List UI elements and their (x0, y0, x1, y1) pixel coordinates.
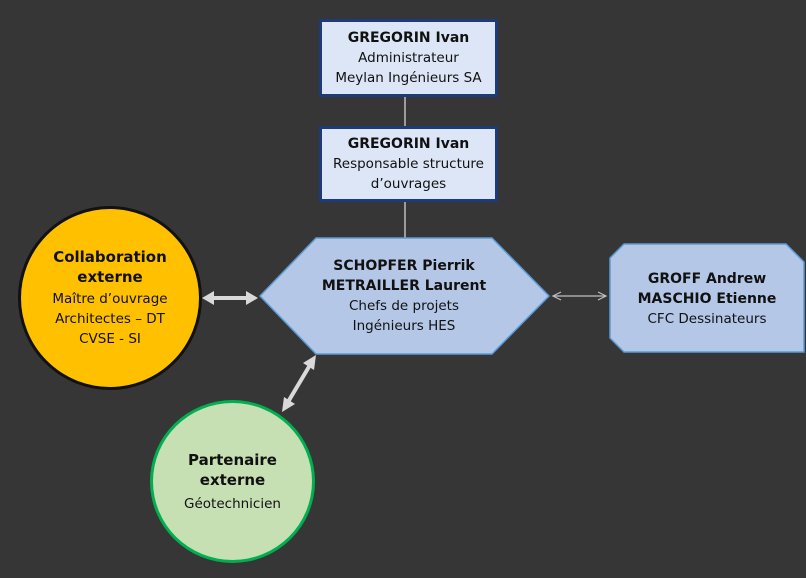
admin-role: Administrateur (358, 50, 459, 66)
admin-box[interactable]: GREGORIN Ivan Administrateur Meylan Ingé… (319, 19, 498, 97)
chefs-role2: Ingénieurs HES (352, 318, 456, 334)
arrowhead-partenaire-down (282, 397, 295, 412)
resp-role-line1: Responsable structure (333, 156, 484, 172)
dessinateurs-shape (609, 243, 805, 353)
arrow-partenaire-chefs (286, 363, 312, 404)
resp-name: GREGORIN Ivan (347, 136, 470, 152)
dessinateurs-name2: MASCHIO Etienne (637, 291, 777, 307)
partenaire-title2: externe (199, 470, 266, 489)
arrowhead-partenaire-up (303, 355, 316, 370)
arrowhead-collab-right (246, 291, 258, 305)
partenaire-circle[interactable]: Partenaire externe Géotechnicien (150, 400, 315, 563)
collab-item3: CVSE - SI (79, 331, 141, 347)
chefs-name1: SCHOPFER Pierrik (333, 258, 475, 274)
admin-company: Meylan Ingénieurs SA (335, 70, 482, 86)
admin-name: GREGORIN Ivan (347, 30, 470, 46)
dessinateurs-role: CFC Dessinateurs (647, 311, 767, 327)
collab-title1: Collaboration (53, 248, 167, 266)
dessinateurs-name1: GROFF Andrew (647, 271, 767, 287)
arrowhead-left-thin (551, 291, 562, 301)
chefs-name2: METRAILLER Laurent (321, 278, 487, 294)
arrowhead-collab-left (202, 291, 214, 305)
responsable-box[interactable]: GREGORIN Ivan Responsable structure d’ou… (319, 126, 498, 202)
partenaire-item1: Géotechnicien (184, 495, 281, 512)
resp-role-line2: d’ouvrages (370, 176, 447, 192)
partenaire-title1: Partenaire (188, 450, 277, 469)
chefs-box[interactable]: SCHOPFER Pierrik METRAILLER Laurent Chef… (300, 250, 508, 342)
collab-title2: externe (77, 268, 143, 286)
collab-item1: Maître d’ouvrage (52, 291, 168, 307)
collab-item2: Architectes – DT (55, 311, 165, 327)
chefs-role1: Chefs de projets (349, 298, 459, 314)
chefs-hexagon (258, 237, 551, 355)
dessinateurs-box[interactable]: GROFF Andrew MASCHIO Etienne CFC Dessina… (612, 260, 802, 338)
arrowhead-right-thin (597, 291, 608, 301)
collab-circle[interactable]: Collaboration externe Maître d’ouvrage A… (18, 206, 202, 390)
